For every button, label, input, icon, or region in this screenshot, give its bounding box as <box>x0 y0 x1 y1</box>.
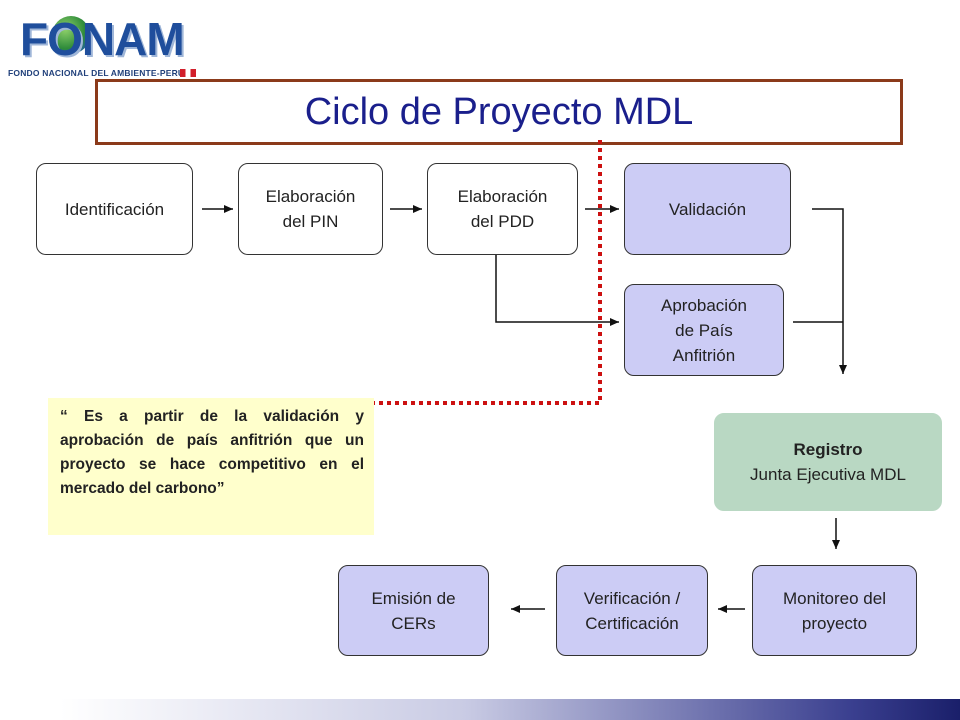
page-title: Ciclo de Proyecto MDL <box>304 90 694 133</box>
step-elaboracion-pin: Elaboración del PIN <box>238 163 383 255</box>
step-verificacion: Verificación / Certificación <box>556 565 708 656</box>
arrow-pdd-aprobacion <box>495 255 619 326</box>
footer-gradient-bar <box>60 699 960 720</box>
line-validacion-right <box>812 208 847 374</box>
peru-flag-icon <box>180 69 196 77</box>
registro-subtitle: Junta Ejecutiva MDL <box>750 465 906 484</box>
step-monitoreo: Monitoreo del proyecto <box>752 565 917 656</box>
logo-subtitle: FONDO NACIONAL DEL AMBIENTE-PERU <box>8 68 185 78</box>
step-aprobacion: Aprobación de País Anfitrión <box>624 284 784 376</box>
globe-icon <box>52 16 90 54</box>
title-box: Ciclo de Proyecto MDL <box>95 79 903 145</box>
quote-box: “ Es a partir de la validación y aprobac… <box>48 398 374 535</box>
fonam-logo: FONAM FONDO NACIONAL DEL AMBIENTE-PERU <box>8 6 198 78</box>
step-identificacion: Identificación <box>36 163 193 255</box>
step-validacion: Validación <box>624 163 791 255</box>
registro-title: Registro <box>793 440 863 459</box>
logo-wordmark: FONAM <box>20 13 185 65</box>
step-emision: Emisión de CERs <box>338 565 489 656</box>
step-registro: Registro Junta Ejecutiva MDL <box>714 413 942 511</box>
step-elaboracion-pdd: Elaboración del PDD <box>427 163 578 255</box>
